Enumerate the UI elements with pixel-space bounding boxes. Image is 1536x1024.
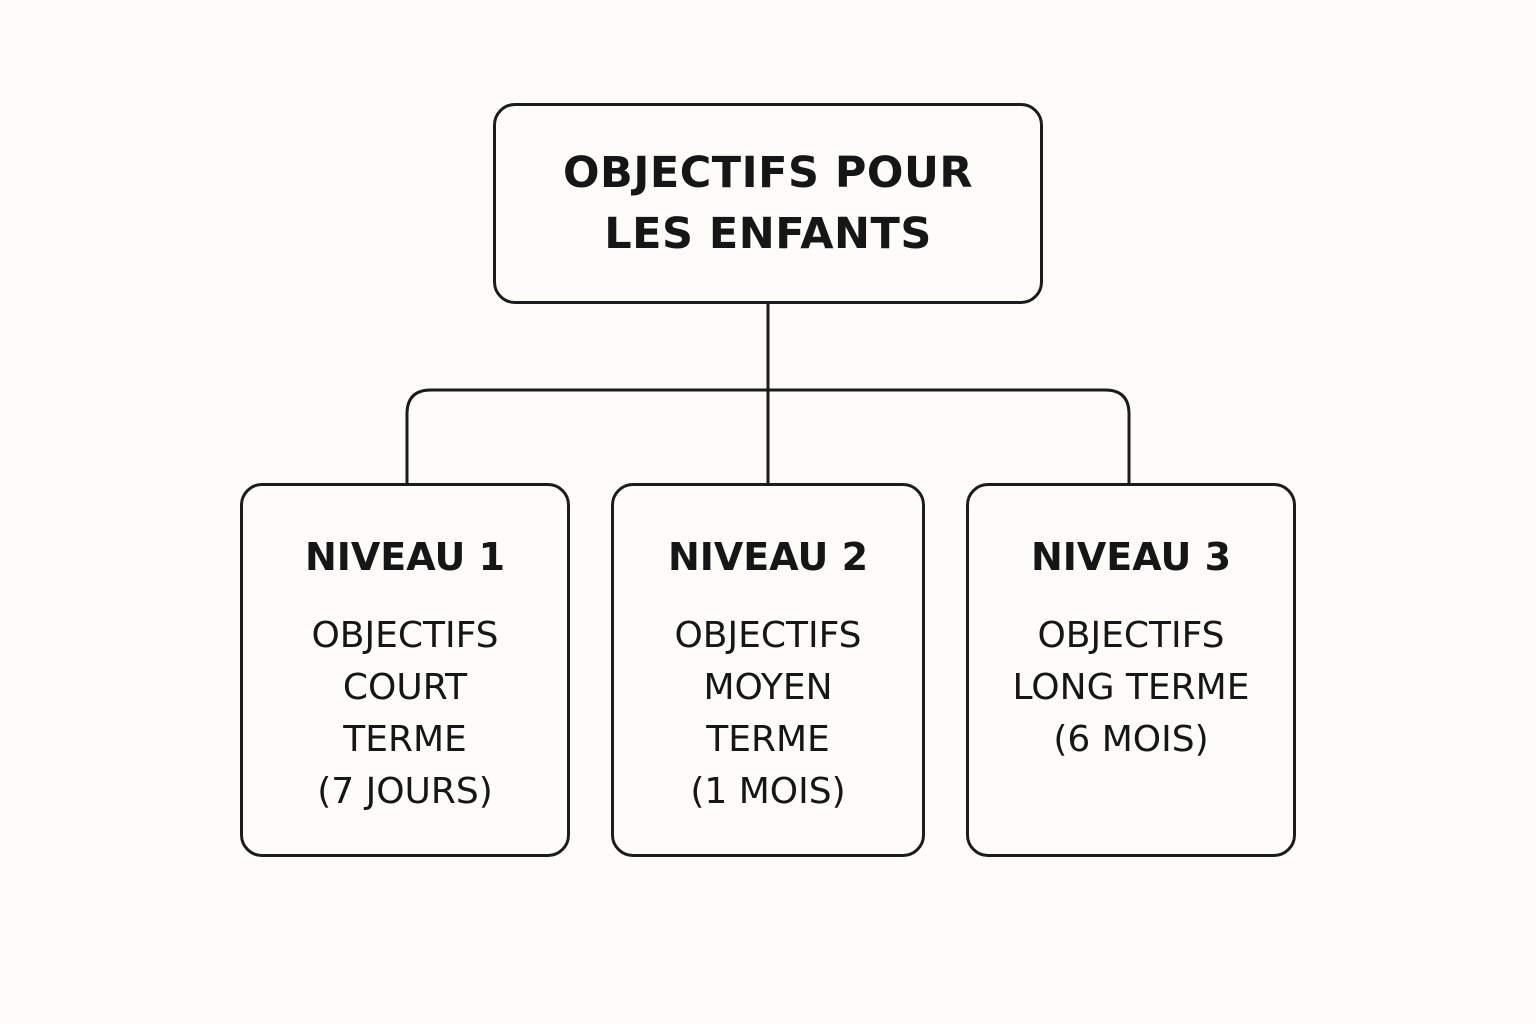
- level-node-1: NIVEAU 1 OBJECTIFS COURT TERME (7 JOURS): [240, 483, 570, 857]
- level-description-line: (6 MOIS): [1053, 719, 1209, 760]
- root-node-objectifs: OBJECTIFS POUR LES ENFANTS: [493, 103, 1043, 304]
- level-node-2: NIVEAU 2 OBJECTIFS MOYEN TERME (1 MOIS): [611, 483, 925, 857]
- root-title: OBJECTIFS POUR LES ENFANTS: [563, 143, 973, 265]
- level-description-line: TERME: [706, 719, 830, 760]
- level-description-line: MOYEN: [703, 667, 833, 708]
- level-description-line: OBJECTIFS: [674, 615, 862, 656]
- connector-horizontal-bar: [405, 388, 1131, 483]
- level-description-line: LONG TERME: [1012, 667, 1250, 708]
- level-description-line: (7 JOURS): [317, 771, 493, 812]
- level-description: OBJECTIFS COURT TERME (7 JOURS): [311, 610, 498, 818]
- level-description-line: TERME: [343, 719, 467, 760]
- level-title: NIVEAU 2: [667, 535, 869, 579]
- level-node-3: NIVEAU 3 OBJECTIFS LONG TERME (6 MOIS): [966, 483, 1296, 857]
- level-description-line: OBJECTIFS: [311, 615, 499, 656]
- level-description-line: COURT: [342, 667, 468, 708]
- level-description: OBJECTIFS MOYEN TERME (1 MOIS): [674, 610, 861, 818]
- root-title-line: OBJECTIFS POUR: [563, 147, 973, 198]
- root-title-line: LES ENFANTS: [604, 208, 932, 259]
- level-title: NIVEAU 1: [304, 535, 506, 579]
- level-description: OBJECTIFS LONG TERME (6 MOIS): [1013, 610, 1250, 766]
- level-title: NIVEAU 3: [1030, 535, 1232, 579]
- level-description-line: OBJECTIFS: [1037, 615, 1225, 656]
- level-description-line: (1 MOIS): [690, 771, 846, 812]
